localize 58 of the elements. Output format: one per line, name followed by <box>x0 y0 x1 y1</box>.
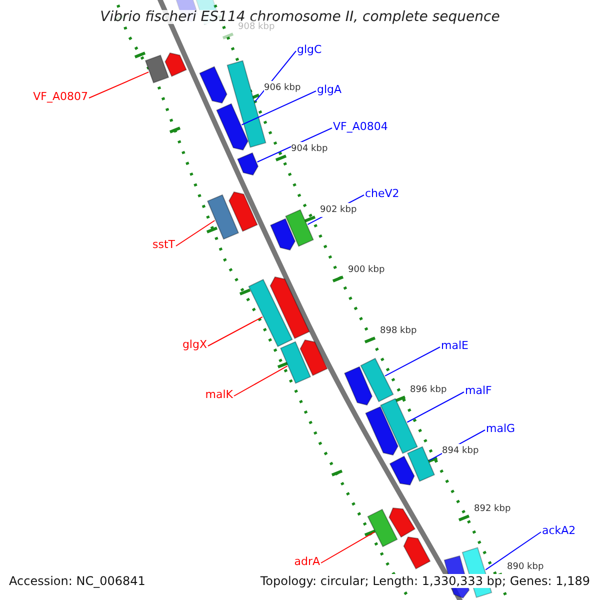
gene-bar <box>236 152 259 176</box>
gene-label: sstT <box>152 238 175 252</box>
gene-bar <box>248 278 293 348</box>
gene-bar <box>388 507 416 538</box>
position-label: 902 kbp <box>320 203 357 217</box>
gene-bar <box>206 194 240 240</box>
gene-bar <box>164 52 187 77</box>
position-label: 892 kbp <box>474 502 511 516</box>
map-title: Vibrio fischeri ES114 chromosome II, complete sequence <box>100 10 500 24</box>
gene-bar <box>403 536 431 570</box>
leader-line <box>241 90 316 126</box>
gene-bar <box>285 209 314 247</box>
leader-line <box>208 316 263 346</box>
position-label: 904 kbp <box>291 142 328 156</box>
gene-label: glgC <box>297 43 322 57</box>
gene-bar <box>228 191 258 232</box>
gene-label: cheV2 <box>365 187 400 201</box>
gene-label: glgA <box>317 83 342 97</box>
gene-label: adrA <box>294 555 320 569</box>
gene-label: VF_A0807 <box>33 90 88 104</box>
gene-bar <box>344 366 373 406</box>
position-label: 898 kbp <box>380 324 417 338</box>
gene-label: ackA2 <box>542 524 576 538</box>
leader-line <box>176 220 216 246</box>
gene-bar <box>367 508 398 548</box>
gene-bar <box>226 60 266 148</box>
position-label: 908 kbp <box>238 20 275 34</box>
sequence-info-text: Topology: circular; Length: 1,330,333 bp; Genes: 1,189 <box>260 574 590 588</box>
position-label: 890 kbp <box>507 560 544 574</box>
gene-bar <box>380 398 418 454</box>
gene-label: VF_A0804 <box>333 120 388 134</box>
gene-bar <box>270 276 310 340</box>
gene-bar <box>389 456 415 486</box>
leader-line <box>234 366 288 396</box>
gene-bar <box>365 406 398 456</box>
gene-bar <box>300 339 328 376</box>
gene-label: malE <box>441 339 468 353</box>
position-label: 896 kbp <box>410 383 447 397</box>
leader-line <box>485 532 542 570</box>
gene-label: malK <box>205 388 233 402</box>
accession-text: Accession: NC_006841 <box>9 574 146 588</box>
gene-bar <box>270 218 296 251</box>
gene-label: malF <box>465 384 492 398</box>
gene-bar <box>360 358 394 402</box>
leader-line <box>384 346 440 376</box>
leader-line <box>88 72 150 98</box>
gene-label: malG <box>486 422 516 436</box>
position-label: 894 kbp <box>442 444 479 458</box>
gene-bar <box>144 54 170 84</box>
position-label: 906 kbp <box>264 81 301 95</box>
gene-label: glgX <box>182 338 207 352</box>
gene-bar <box>406 446 436 482</box>
leader-line <box>256 128 332 162</box>
leader-line <box>320 532 375 564</box>
leader-line <box>406 392 464 423</box>
position-label: 900 kbp <box>348 263 385 277</box>
gene-bar <box>216 103 248 151</box>
gene-bar <box>280 341 312 384</box>
